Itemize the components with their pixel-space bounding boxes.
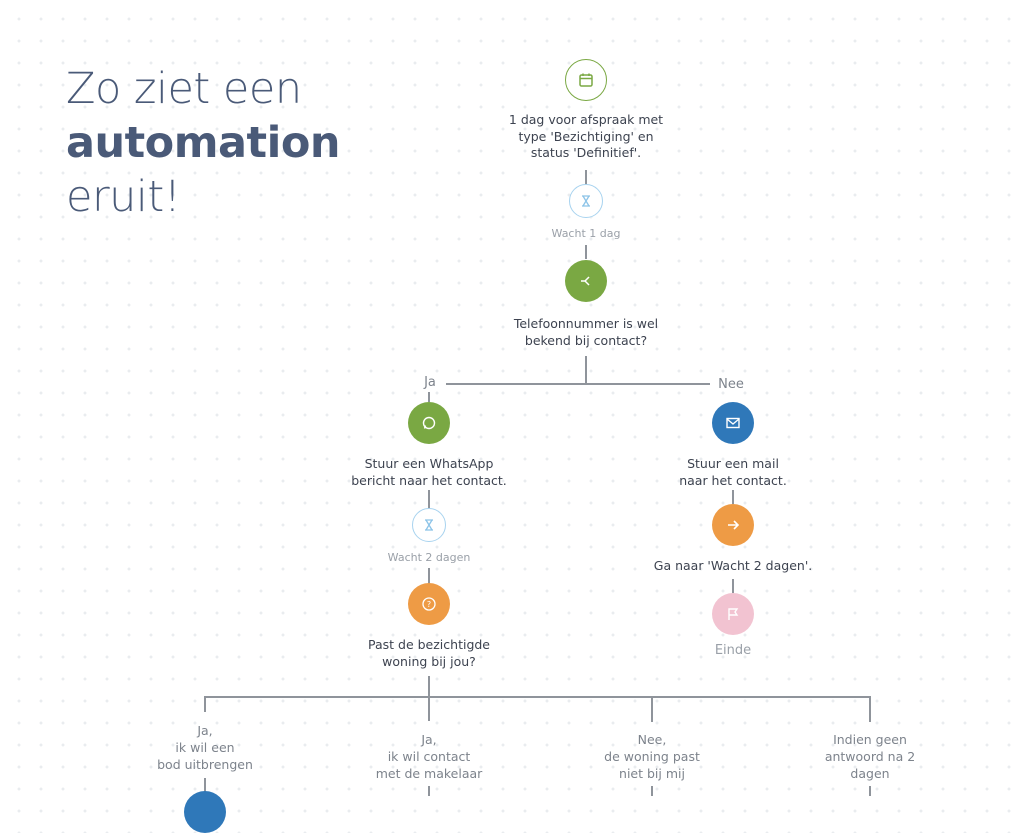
text-line: ik wil een bbox=[175, 740, 235, 755]
page-title: Zo ziet een automation eruit! bbox=[66, 62, 341, 224]
whatsapp-node[interactable] bbox=[408, 402, 450, 444]
connector bbox=[428, 490, 430, 508]
end-label: Einde bbox=[714, 643, 752, 658]
connector bbox=[204, 778, 206, 792]
split-icon bbox=[581, 276, 590, 286]
text-line: niet bij mij bbox=[619, 766, 685, 781]
calendar-icon bbox=[579, 73, 593, 87]
connector bbox=[651, 786, 653, 796]
text-line: de woning past bbox=[604, 749, 700, 764]
question-node[interactable]: ? bbox=[408, 583, 450, 625]
connector bbox=[585, 170, 587, 184]
text-line: status 'Definitief'. bbox=[530, 145, 642, 160]
text-line: bod uitbrengen bbox=[157, 757, 253, 772]
hourglass-icon bbox=[582, 195, 590, 207]
answer-label: Ja, ik wil een bod uitbrengen bbox=[157, 722, 253, 773]
connector bbox=[428, 568, 430, 584]
connector bbox=[651, 696, 653, 722]
mail-node[interactable] bbox=[712, 402, 754, 444]
end-node[interactable] bbox=[712, 593, 754, 635]
text-line: 1 dag voor afspraak met bbox=[508, 112, 664, 127]
mail-text: Stuur een mail naar het contact. bbox=[679, 456, 787, 489]
wait-label: Wacht 2 dagen bbox=[387, 551, 471, 564]
hourglass-icon bbox=[425, 519, 433, 531]
text-line: Past de bezichtigde bbox=[367, 637, 491, 652]
mail-icon bbox=[726, 417, 740, 429]
text-line: Indien geen bbox=[833, 732, 907, 747]
question-icon: ? bbox=[422, 597, 436, 611]
text-line: Telefoonnummer is wel bbox=[513, 316, 659, 331]
text-line: Ja, bbox=[421, 732, 437, 747]
arrow-right-icon bbox=[728, 520, 740, 530]
condition-text: Telefoonnummer is wel bekend bij contact… bbox=[514, 316, 658, 349]
answer-label: Ja, ik wil contact met de makelaar bbox=[376, 731, 483, 782]
connector bbox=[732, 579, 734, 593]
branch-no-label: Nee bbox=[718, 377, 744, 392]
wait-node[interactable] bbox=[412, 508, 446, 542]
trigger-node[interactable] bbox=[565, 59, 607, 101]
whatsapp-icon bbox=[422, 416, 436, 430]
connector bbox=[205, 696, 871, 698]
flag-icon bbox=[728, 608, 739, 620]
title-line-3: eruit! bbox=[66, 172, 181, 222]
text-line: dagen bbox=[850, 766, 890, 781]
connector bbox=[732, 490, 734, 504]
text-line: type 'Bezichtiging' en bbox=[518, 128, 654, 144]
text-line: naar het contact. bbox=[679, 472, 787, 488]
question-text: Past de bezichtigde woning bij jou? bbox=[368, 637, 490, 670]
connector bbox=[446, 383, 710, 385]
branch-yes-label: Ja bbox=[424, 375, 436, 390]
answer-label: Nee, de woning past niet bij mij bbox=[604, 731, 700, 782]
text-line: Ja, bbox=[197, 723, 213, 738]
connector bbox=[585, 356, 587, 384]
text-line: bekend bij contact? bbox=[524, 332, 648, 348]
connector bbox=[428, 676, 430, 721]
offer-node[interactable] bbox=[184, 791, 226, 833]
connector bbox=[869, 696, 871, 722]
svg-text:?: ? bbox=[427, 600, 431, 609]
answer-label: Indien geen antwoord na 2 dagen bbox=[825, 731, 915, 782]
condition-node[interactable] bbox=[565, 260, 607, 302]
text-line: Nee, bbox=[637, 732, 667, 747]
title-line-2: automation bbox=[66, 118, 341, 168]
text-line: met de makelaar bbox=[375, 766, 483, 781]
title-line-1: Zo ziet een bbox=[66, 64, 302, 114]
goto-text: Ga naar 'Wacht 2 dagen'. bbox=[653, 558, 813, 573]
connector bbox=[869, 786, 871, 796]
goto-node[interactable] bbox=[712, 504, 754, 546]
connector bbox=[428, 786, 430, 796]
trigger-text: 1 dag voor afspraak met type 'Bezichtigi… bbox=[509, 112, 663, 162]
text-line: Stuur een mail bbox=[687, 456, 779, 471]
wait-label: Wacht 1 dag bbox=[551, 227, 621, 240]
text-line: woning bij jou? bbox=[382, 653, 476, 669]
text-line: bericht naar het contact. bbox=[351, 472, 507, 488]
connector bbox=[428, 392, 430, 402]
connector bbox=[204, 696, 206, 712]
text-line: antwoord na 2 bbox=[824, 749, 916, 764]
text-line: ik wil contact bbox=[387, 749, 471, 764]
text-line: Stuur een WhatsApp bbox=[364, 456, 494, 471]
wait-node[interactable] bbox=[569, 184, 603, 218]
whatsapp-text: Stuur een WhatsApp bericht naar het cont… bbox=[351, 456, 507, 489]
connector bbox=[585, 245, 587, 259]
